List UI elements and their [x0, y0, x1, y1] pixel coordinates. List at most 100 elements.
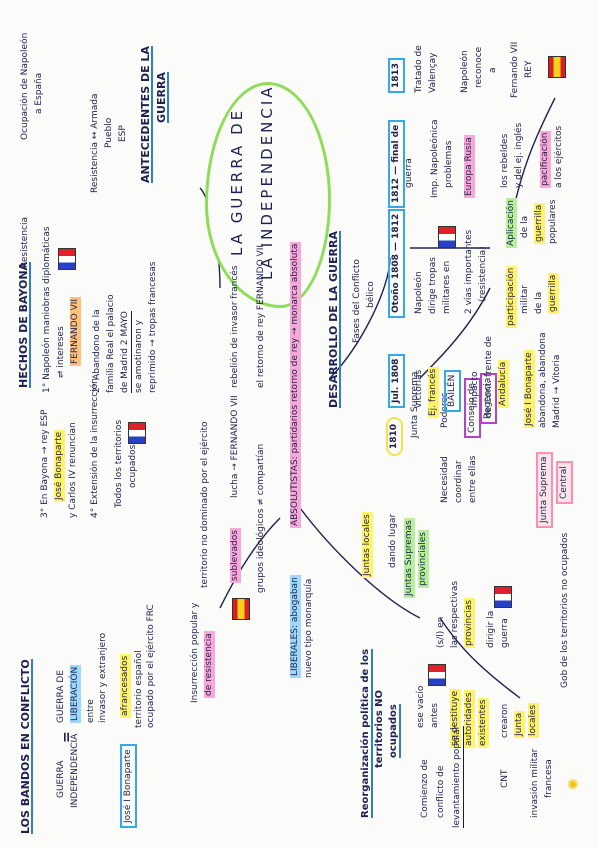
- rusia: Europa Rusia: [464, 135, 475, 198]
- flag-france-icon-2: [128, 422, 146, 444]
- napoleon-dirige-1: Napoleón: [414, 271, 424, 314]
- title-line-1: LA GUERRA DE: [228, 107, 246, 256]
- victorias-2: Ej. francés: [428, 366, 439, 418]
- hechos-line-7: se amotinaron y: [134, 319, 144, 393]
- link-bandos-to-org: [439, 617, 521, 699]
- hechos-heading: HECHOS DE BAYONA: [17, 261, 31, 388]
- bandos-ejercito-1: territorio español: [134, 650, 144, 728]
- napoleon-dirige-3: militares en: [442, 260, 452, 314]
- link-title-to-bandos: [299, 507, 421, 619]
- hechos-resistencia: Resistencia: [20, 217, 30, 268]
- jose-abandona-3: Madrid → Vitoria: [552, 354, 562, 428]
- org-asumian-3: provincias: [464, 598, 475, 648]
- org-juntas-sup-1: Juntas Supremas: [404, 518, 415, 598]
- fase-4: 1813: [388, 57, 405, 93]
- ocupacion-line-2: a España: [34, 72, 44, 114]
- rebeldes-2: y del ej. inglés: [514, 122, 524, 188]
- tratado-2: Valençay: [428, 52, 438, 93]
- hechos-line-11: y Carlos IV renuncian: [68, 422, 78, 518]
- bandos-lucha: lucha → FERNANDO VII: [230, 395, 240, 498]
- rebeldes-1: los rebeldes: [500, 133, 510, 188]
- link-title-to-hechos: [219, 517, 281, 609]
- org-necesidad-2: coordinar: [454, 460, 464, 503]
- guerrilla-2: militar: [520, 284, 530, 314]
- guerrilla-3: de la: [534, 291, 544, 314]
- flag-france-icon-4: [494, 586, 512, 608]
- armada-line-1: Resistencia ↔ Armada: [90, 93, 100, 193]
- antecedentes-heading-2: GUERRA: [155, 72, 169, 123]
- napo-rec-2: reconoce: [474, 46, 484, 88]
- hechos-line-9: 3° En Bayona → rey ESP: [40, 409, 50, 518]
- bandos-insurreccion-1: Insurrección popular y: [190, 602, 200, 703]
- tratado-1: Tratado de: [414, 45, 424, 93]
- bandos-liberacion-2: LIBERACIÓN: [70, 664, 81, 723]
- armada-line-2: Pueblo: [104, 117, 114, 148]
- bandos-entre-2: invasor y extranjero: [98, 632, 108, 723]
- bandos-equals: =: [59, 731, 75, 743]
- bandos-liberacion-1: GUERRA DE: [56, 669, 66, 723]
- bandos-liberales-2: nuevo tipo monarquía: [304, 578, 314, 678]
- hechos-line-3: FERNANDO VII: [70, 296, 81, 366]
- aplicacion-3: guerrilla: [534, 202, 545, 244]
- org-destituye-3: existentes: [478, 697, 489, 748]
- napo-rec-1: Napoleón: [460, 50, 470, 93]
- sun-icon: ✺: [566, 778, 582, 790]
- link-fases-to-fase1: [419, 287, 491, 379]
- bandos-insurreccion-2: de resistencia: [204, 631, 215, 698]
- desarrollo-fases-2: bélico: [366, 281, 376, 308]
- bandos-ejercito-2: ocupado por el ejército FRC: [146, 604, 156, 728]
- victorias-1: victorias: [414, 369, 424, 408]
- org-invasion-2: francesa: [544, 759, 554, 798]
- org-asumian-2: las respectivas: [450, 580, 460, 648]
- guerrilla-4: guerrilla: [548, 272, 559, 314]
- bandos-jose: José I Bonaparte: [120, 744, 137, 828]
- napoleon-dirige-2: dirige tropas: [428, 257, 438, 314]
- org-destituye-2: autoridades: [464, 690, 475, 748]
- desarrollo-heading: DESARROLLO DE LA GUERRA: [327, 231, 341, 408]
- org-asumian-1: (s/l) en: [436, 616, 446, 648]
- org-juntas-sup-2: provinciales: [418, 530, 429, 588]
- org-crearon-2: Junta: [514, 710, 525, 738]
- org-necesidad-1: Necesidad: [440, 456, 450, 503]
- guerrilla-1: participación: [506, 265, 517, 328]
- org-heading-1: Reorganización política de los: [360, 648, 373, 818]
- org-heading-2: territorios NO: [374, 689, 385, 768]
- org-crearon-1: crearon: [500, 703, 510, 738]
- bandos-afrancesados: afrancesados: [120, 653, 131, 718]
- napo-rec-4: Fernando VII: [510, 41, 520, 98]
- hechos-line-8: reprimido → tropas francesas: [148, 261, 158, 393]
- napo-rec-3: a: [488, 67, 498, 73]
- hechos-line-1: 1° Napoleón maniobras diplomáticas: [42, 226, 52, 393]
- pacif-1: pacificación: [540, 130, 551, 188]
- bandos-sublevados: sublevados: [230, 528, 241, 583]
- flag-france-icon-3: [428, 664, 446, 686]
- org-dirigir-2: guerra: [500, 618, 510, 648]
- rep-2: problemas: [444, 140, 454, 188]
- fase-2: Otoño 1808 — 1812: [388, 208, 405, 318]
- ocupacion-line-1: Ocupación de Napoleón: [20, 32, 30, 140]
- org-cnt: CNT: [500, 769, 510, 788]
- bandos-entre-1: entre: [86, 699, 96, 723]
- org-antes: antes: [430, 703, 440, 728]
- hechos-line-12: 4° Extensión de la insurrección: [90, 378, 100, 518]
- bandos-liberales-1: LIBERALES: abogaban: [290, 575, 301, 678]
- flag-france-icon-5: [438, 226, 456, 248]
- org-junta-sup-central-1: Junta Suprema: [536, 451, 553, 528]
- impacto-2: de Cont. frente de: [484, 336, 494, 418]
- bandos-retorno: el retorno de rey FERNANDO VII: [256, 244, 266, 388]
- rep-1: Imp. Napoleónica: [430, 119, 440, 198]
- hechos-line-10: José Bonaparte: [54, 429, 65, 502]
- hechos-line-13: Todos los territorios: [114, 419, 124, 508]
- flag-france-icon: [58, 248, 76, 270]
- hechos-line-2: ⇌ intereses: [56, 326, 66, 378]
- napoleon-dirige-4: 2 vías importantes: [464, 229, 474, 314]
- aplicacion-2: de la: [520, 215, 530, 238]
- org-crearon-3: locales: [528, 702, 539, 738]
- bandos-grupos: grupos ideológicos ≠ compartían: [256, 443, 266, 593]
- org-comienzo-1: Comienzo de: [420, 759, 430, 818]
- link-title-to-desarrollo: [329, 257, 391, 379]
- org-comienzo-2: conflicto de: [436, 765, 446, 818]
- hechos-line-14: ocupados: [128, 444, 138, 488]
